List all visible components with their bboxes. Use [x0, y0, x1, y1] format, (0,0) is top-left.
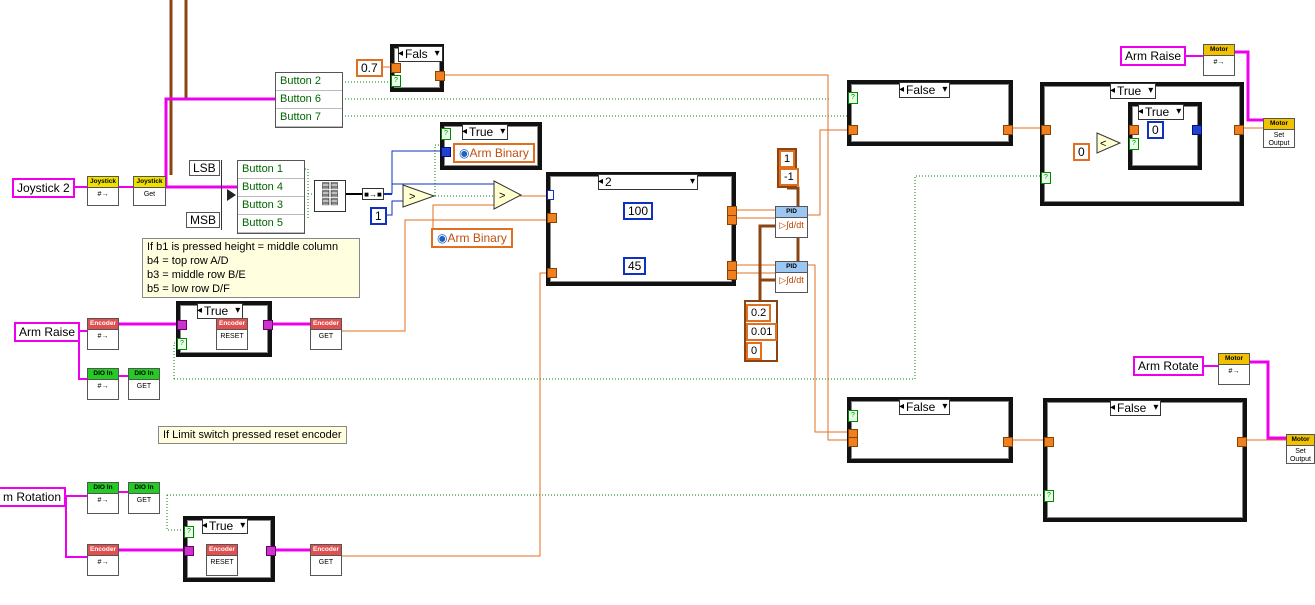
case-false-r2-selector[interactable]: False: [899, 399, 951, 415]
case-true-selector[interactable]: True: [462, 124, 509, 140]
msb-label: MSB: [186, 212, 221, 228]
const-0-01[interactable]: 0.01: [746, 323, 778, 341]
pid-integral-icon: ▷∫d/dt: [779, 275, 804, 285]
button-2-label: Button 2: [276, 73, 342, 91]
arm-rotation-control[interactable]: m Rotation: [0, 487, 67, 507]
svg-text:<: <: [1100, 138, 1106, 150]
const-100[interactable]: 100: [623, 202, 654, 220]
boolean-array-to-number-icon[interactable]: ▤▤▤▤▤▤: [314, 180, 346, 212]
const-0-2[interactable]: 0.2: [746, 304, 772, 322]
motor-set-output-vi-2[interactable]: Motor Set Output: [1286, 434, 1315, 464]
motor-refnum-vi-2[interactable]: Motor #→: [1218, 353, 1250, 385]
joystick-get-vi[interactable]: Joystick Get: [133, 176, 166, 206]
greater-than-compare-icon[interactable]: >: [402, 184, 436, 208]
const-0-right[interactable]: 0: [1073, 143, 1090, 161]
globe-icon: ◉: [459, 146, 470, 160]
button-4-label: Button 4: [238, 179, 304, 197]
arm-raise-right-control[interactable]: Arm Raise: [1120, 46, 1187, 66]
buttons-unbundle-bits[interactable]: Button 1 Button 4 Button 3 Button 5: [237, 160, 305, 234]
refnum-icon: #→: [97, 191, 109, 198]
svg-text:>: >: [499, 190, 505, 202]
joystick-refnum-vi[interactable]: Joystick #→: [87, 176, 119, 206]
const-neg1-range[interactable]: -1: [779, 168, 799, 186]
const-0-gain[interactable]: 0: [746, 342, 763, 360]
dio-get-vi-2[interactable]: DIO In GET: [128, 482, 160, 514]
pid-vi-2[interactable]: PID ▷∫d/dt: [775, 261, 808, 293]
encoder-get-vi-2[interactable]: Encoder GET: [310, 544, 342, 576]
case-false-r1: [847, 80, 1013, 146]
case-2-selector[interactable]: 2: [598, 174, 698, 190]
arm-raise-control[interactable]: Arm Raise: [14, 322, 81, 342]
limit-note: If Limit switch pressed reset encoder: [158, 426, 347, 444]
encoder-get-vi-1[interactable]: Encoder GET: [310, 318, 342, 350]
case-false-r3: [1043, 398, 1247, 522]
bit-bracket: [221, 160, 235, 230]
case-false-r3-selector[interactable]: False: [1110, 400, 1162, 416]
button-1-label: Button 1: [238, 161, 304, 179]
const-1-blue[interactable]: 1: [370, 207, 387, 225]
encoder-refnum-vi-1[interactable]: Encoder #→: [87, 318, 119, 350]
svg-text:>: >: [409, 191, 415, 203]
globe-icon: ◉: [437, 231, 448, 245]
button-3-label: Button 3: [238, 197, 304, 215]
button-5-label: Button 5: [238, 215, 304, 233]
pid-integral-icon: ▷∫d/dt: [779, 220, 804, 230]
motor-set-output-vi-1[interactable]: Motor Set Output: [1263, 118, 1295, 148]
case-false-r1-selector[interactable]: False: [899, 82, 951, 98]
select-icon[interactable]: >: [493, 180, 523, 210]
const-0-inner[interactable]: 0: [1147, 121, 1164, 139]
encoder-refnum-vi-2[interactable]: Encoder #→: [87, 544, 119, 576]
const-0-7[interactable]: 0.7: [356, 59, 383, 77]
build-array-arrow-icon: [227, 189, 236, 201]
const-45[interactable]: 45: [623, 257, 647, 275]
motor-refnum-vi-1[interactable]: Motor #→: [1203, 44, 1235, 76]
dio-refnum-vi-1[interactable]: DIO In #→: [87, 368, 119, 400]
button-7-label: Button 7: [276, 109, 342, 127]
const-1-range[interactable]: 1: [779, 150, 796, 168]
dio-refnum-vi-2[interactable]: DIO In #→: [87, 482, 119, 514]
case-true-r1-selector[interactable]: True: [1110, 83, 1157, 99]
lsb-label: LSB: [189, 160, 220, 176]
dio-get-vi-1[interactable]: DIO In GET: [128, 368, 160, 400]
button-6-label: Button 6: [276, 91, 342, 109]
mapping-note: If b1 is pressed height = middle column …: [142, 238, 360, 298]
number-to-integer-icon[interactable]: ■→■: [362, 188, 384, 200]
pid-vi-1[interactable]: PID ▷∫d/dt: [775, 206, 808, 238]
buttons-unbundle-top[interactable]: Button 2 Button 6 Button 7: [275, 72, 343, 128]
arm-binary-global-2[interactable]: ◉Arm Binary: [431, 228, 513, 248]
arm-rotate-control[interactable]: Arm Rotate: [1133, 356, 1204, 376]
encoder-reset-vi-2[interactable]: Encoder RESET: [206, 544, 238, 576]
joystick-2-control[interactable]: Joystick 2: [12, 178, 75, 198]
case-true-enc2-selector[interactable]: True: [202, 518, 249, 534]
less-than-compare-icon[interactable]: <: [1096, 132, 1122, 154]
case-true-r1-inner-selector[interactable]: True: [1138, 104, 1185, 120]
arm-binary-global-1[interactable]: ◉Arm Binary: [453, 143, 535, 163]
case-fals-selector[interactable]: Fals: [398, 46, 443, 62]
encoder-reset-vi-1[interactable]: Encoder RESET: [216, 318, 248, 350]
case-true-enc1-selector[interactable]: True: [197, 303, 244, 319]
